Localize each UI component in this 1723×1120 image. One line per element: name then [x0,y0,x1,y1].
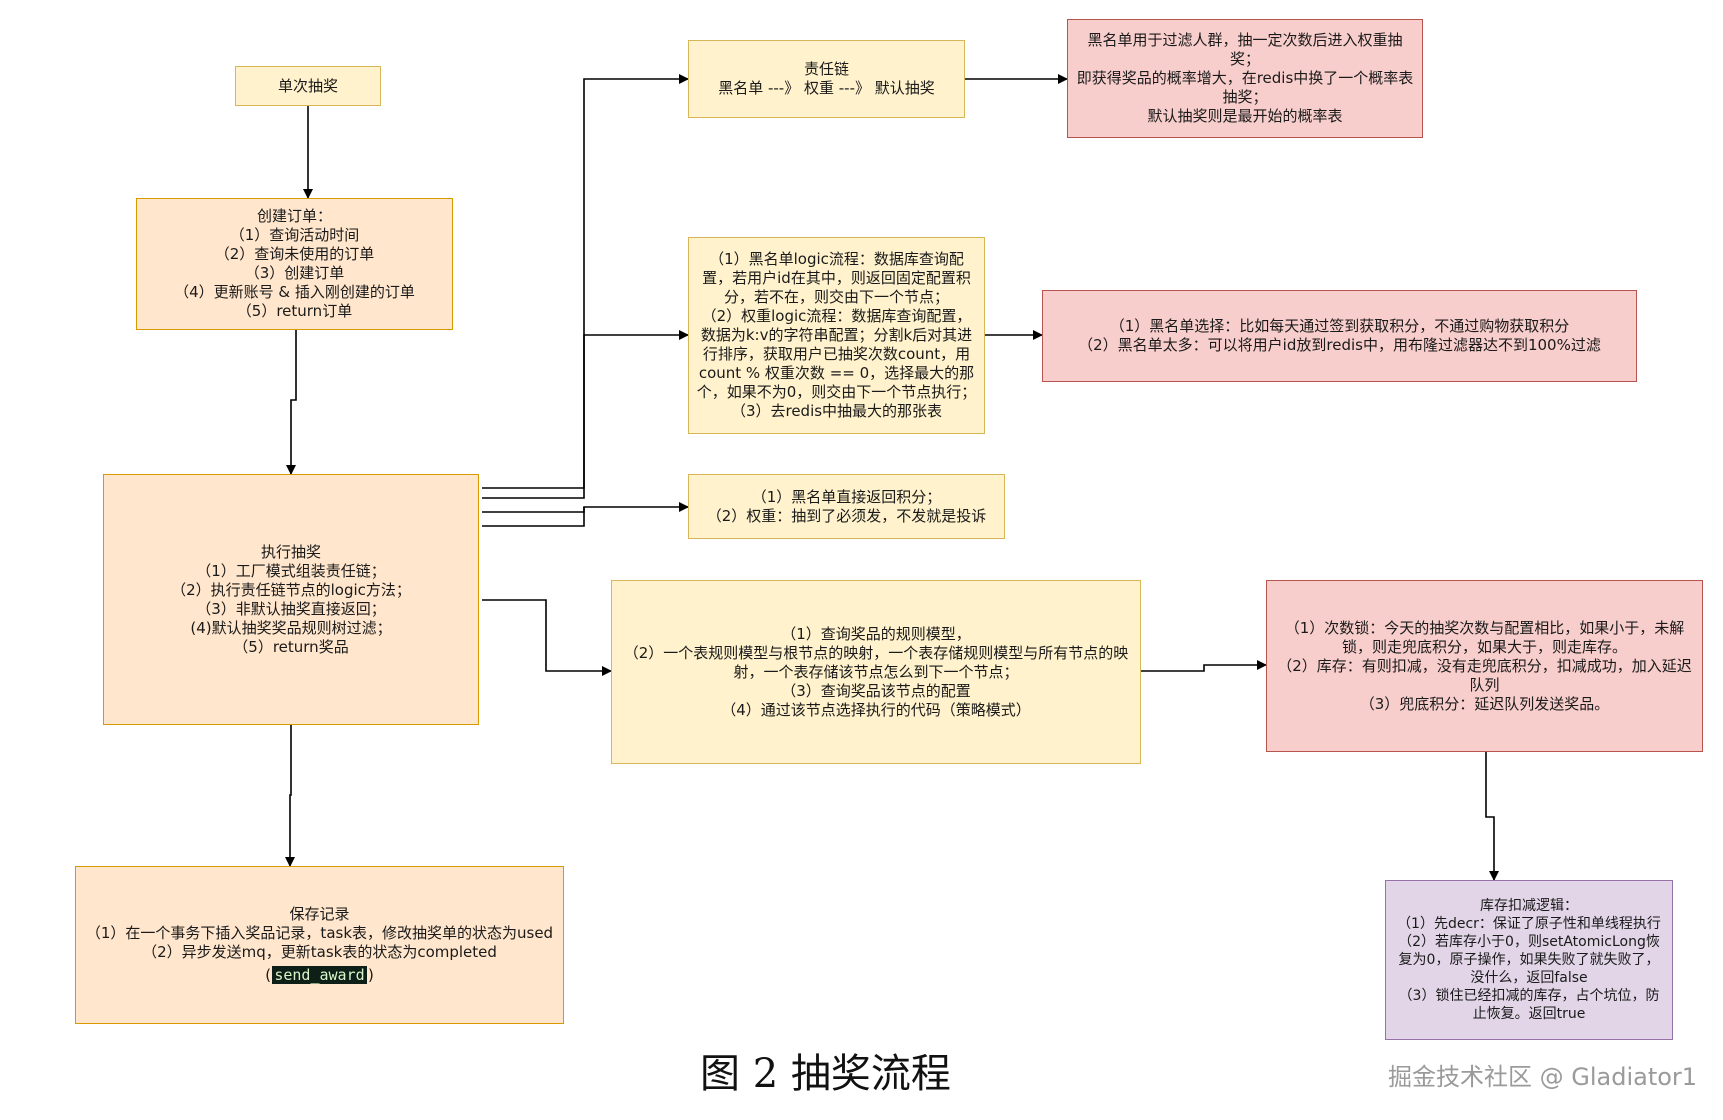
text-line: （1）次数锁：今天的抽奖次数与配置相比，如果小于，未解锁，则走兜底积分，如果大于… [1284,618,1685,656]
create-order-node: 创建订单：（1）查询活动时间（2）查询未使用的订单（3）创建订单（4）更新账号 … [136,198,453,330]
text-line: （2）异步发送mq，更新task表的状态为completed [142,943,497,961]
text-line: （3）创建订单 [244,264,345,282]
text-line: （1）工厂模式组装责任链； [196,561,386,580]
text-line: （1）黑名单直接返回积分； [751,487,942,506]
watermark: 掘金技术社区 @ Gladiator1 [1388,1063,1698,1091]
text-line: 库存扣减逻辑： [1480,898,1578,914]
text-line: （3）非默认抽奖直接返回； [196,599,386,618]
text-line: 创建订单： [256,207,332,225]
arrow-execute-to-save [285,725,295,867]
text-line: （3）兜底积分：延迟队列发送奖品。 [1359,694,1610,713]
text-line: （3）锁住已经扣减的库存，占个坑位，防止恢复。返回true [1398,988,1660,1022]
text-line: （1）查询活动时间 [229,226,360,244]
text-line: 执行抽奖 [260,542,321,561]
text-line: （2）若库存小于0，则setAtomicLong恢复为0，原子操作，如果失败了就… [1398,934,1660,986]
text-line: （3）去redis中抽最大的那张表 [730,402,943,420]
text-line: （1）黑名单logic流程：数据库查询配置，若用户id在其中，则返回固定配置积分… [702,250,971,306]
logic-flow-node: （1）黑名单logic流程：数据库查询配置，若用户id在其中，则返回固定配置积分… [688,237,985,434]
text-line: 单次抽奖 [277,76,338,95]
arrow-execute-to-rule [482,599,612,676]
chain-node: 责任链黑名单 ---》 权重 ---》 默认抽奖 [688,40,965,118]
text-line: （4）更新账号 & 插入刚创建的订单 [174,283,415,301]
single-draw-node: 单次抽奖 [235,66,381,106]
arrow-execute-to-chain [482,74,689,489]
text-line: （1）查询奖品的规则模型， [781,624,971,643]
text-line: (4)默认抽奖奖品规则树过滤； [190,618,392,637]
text-line: （2）库存：有则扣减，没有走兜底积分，扣减成功，加入延迟队列 [1277,656,1692,694]
blacklist-note-node: （1）黑名单选择：比如每天通过签到获取积分，不通过购物获取积分（2）黑名单太多：… [1042,290,1637,382]
text-line: （2）一个表规则模型与根节点的映射，一个表存储规则模型与所有节点的映射，一个表存… [623,643,1129,681]
text-line: （1）黑名单选择：比如每天通过签到获取积分，不通过购物获取积分 [1109,317,1570,335]
arrow-create-to-execute [286,330,297,475]
text-line: 责任链 [803,60,849,78]
chain-note-node: 黑名单用于过滤人群，抽一定次数后进入权重抽奖；即获得奖品的概率增大，在redis… [1067,19,1423,138]
execute-draw-node: 执行抽奖（1）工厂模式组装责任链；（2）执行责任链节点的logic方法；（3）非… [103,474,479,725]
save-record-node: 保存记录（1）在一个事务下插入奖品记录，task表，修改抽奖单的状态为used（… [75,866,564,1024]
line-execute-branch [482,507,585,527]
text-line: 即获得奖品的概率增大，在redis中换了一个概率表抽奖； [1076,69,1414,106]
text-line: 黑名单 ---》 权重 ---》 默认抽奖 [718,79,935,97]
text-line: （2）查询未使用的订单 [214,245,375,263]
text-line: （3）查询奖品该节点的配置 [781,681,971,700]
save-record-text: 保存记录（1）在一个事务下插入奖品记录，task表，修改抽奖单的状态为used（… [86,905,553,962]
lock-stock-node: （1）次数锁：今天的抽奖次数与配置相比，如果小于，未解锁，则走兜底积分，如果大于… [1266,580,1703,752]
text-line: （2）执行责任链节点的logic方法； [171,580,411,599]
text-line: 黑名单用于过滤人群，抽一定次数后进入权重抽奖； [1087,31,1403,68]
text-line: （5）return奖品 [233,637,349,656]
rule-model-node: （1）查询奖品的规则模型，（2）一个表规则模型与根节点的映射，一个表存储规则模型… [611,580,1141,764]
stock-deduct-node: 库存扣减逻辑： （1）先decr：保证了原子性和单线程执行 （2）若库存小于0，则s… [1385,880,1673,1040]
arrow-execute-to-logic [482,330,689,499]
arrow-execute-to-return [482,502,689,513]
text-line: （2）权重：抽到了必须发，不发就是投诉 [706,506,987,525]
text-line: （1）在一个事务下插入奖品记录，task表，修改抽奖单的状态为used [85,924,554,942]
figure-caption: 图 2 抽奖流程 [700,1051,951,1097]
return-note-node: （1）黑名单直接返回积分；（2）权重：抽到了必须发，不发就是投诉 [688,474,1005,539]
text-line: 默认抽奖则是最开始的概率表 [1147,107,1343,125]
text-line: （4）通过该节点选择执行的代码（策略模式） [721,700,1031,719]
text-line: （5）return订单 [236,302,353,320]
arrow-lock-to-stock [1485,752,1499,881]
text-line: （1）先decr：保证了原子性和单线程执行 [1397,916,1661,932]
arrow-rule-to-lock [1141,660,1267,672]
text-line: （2）权重logic流程：数据库查询配置，数据为k:v的字符串配置；分割k后对其… [696,307,977,401]
send-award-code: (send_award) [263,966,376,984]
text-line: 保存记录 [289,905,350,923]
text-line: （2）黑名单太多：可以将用户id放到redis中，用布隆过滤器达不到100%过滤 [1078,336,1601,354]
